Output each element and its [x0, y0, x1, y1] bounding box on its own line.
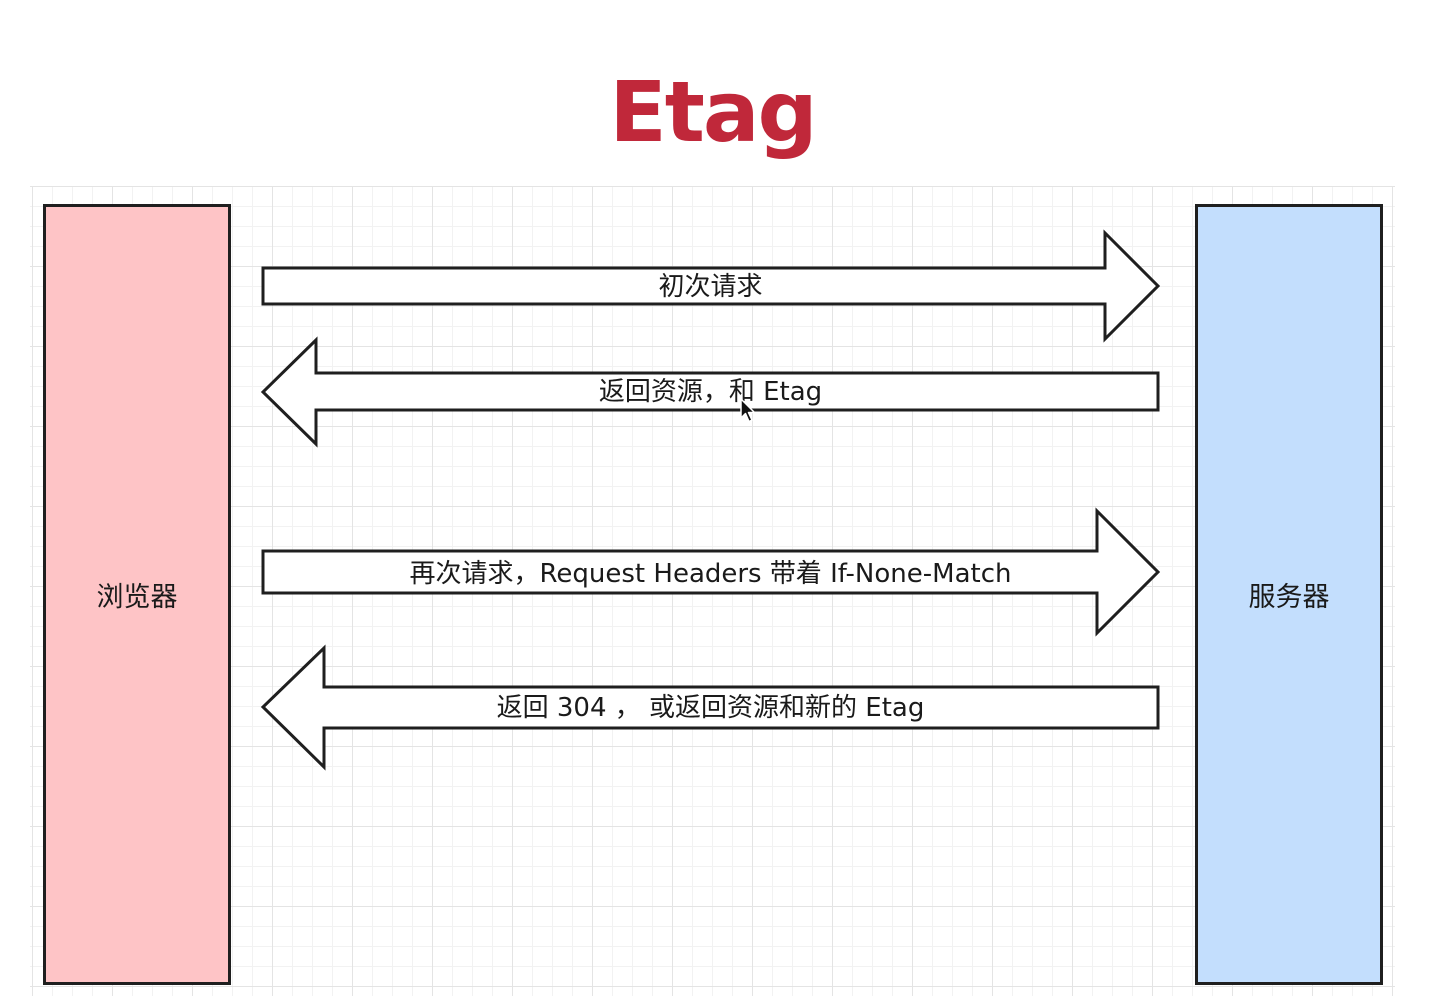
mouse-cursor-icon	[740, 398, 756, 423]
arrow-return-resource-etag[interactable]	[260, 336, 1160, 448]
arrow-conditional-request[interactable]	[261, 507, 1161, 637]
browser-lane[interactable]: 浏览器	[43, 204, 231, 985]
arrow-return-304[interactable]	[260, 644, 1160, 771]
server-lane-label: 服务器	[1248, 582, 1330, 613]
arrow-label: 返回 304 ， 或返回资源和新的 Etag	[496, 693, 925, 723]
arrow-label: 再次请求，Request Headers 带着 If-None-Match	[409, 559, 1012, 589]
browser-lane-label: 浏览器	[96, 582, 178, 613]
arrow-label: 初次请求	[658, 272, 763, 302]
arrow-label: 返回资源，和 Etag	[598, 377, 823, 407]
server-lane[interactable]: 服务器	[1195, 204, 1383, 985]
arrow-initial-request[interactable]	[261, 229, 1161, 343]
diagram-title: Etag	[609, 63, 817, 161]
